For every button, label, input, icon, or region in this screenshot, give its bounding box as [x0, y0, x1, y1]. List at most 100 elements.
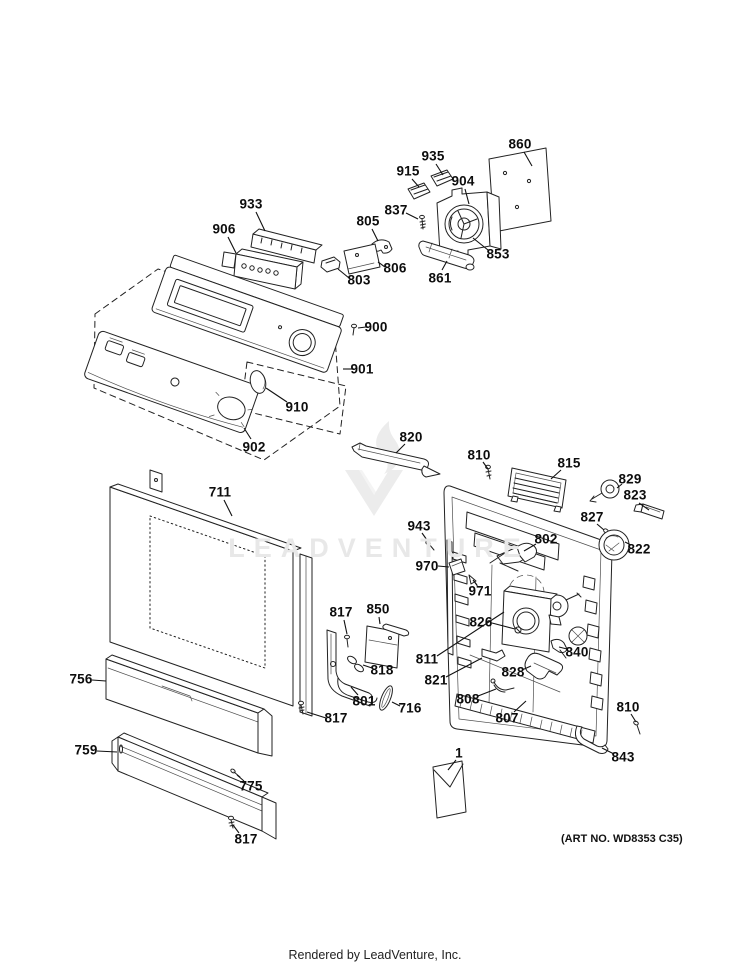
leader-line-756	[91, 679, 107, 682]
part-callout-810: 810	[467, 447, 491, 463]
callout-leader-lines	[91, 151, 650, 834]
part-756-access-panel	[105, 654, 273, 757]
part-810-screw-bottom	[633, 720, 641, 735]
part-810-screw-top	[485, 464, 492, 480]
part-callout-970: 970	[415, 558, 439, 574]
part-callout-817: 817	[234, 831, 258, 847]
part-935-junction-block	[430, 169, 454, 187]
part-callout-759: 759	[74, 742, 98, 758]
leader-line-837	[405, 212, 419, 220]
part-711-door-panel	[109, 469, 313, 717]
part-callout-775: 775	[239, 778, 263, 794]
leader-line-806	[377, 261, 386, 268]
leader-line-818	[362, 664, 373, 669]
part-915-junction-block	[407, 182, 431, 200]
part-811-dispenser	[501, 585, 562, 653]
leader-line-807	[513, 700, 527, 713]
part-900-screw	[351, 323, 357, 336]
part-callout-828: 828	[501, 664, 525, 680]
leader-line-900	[357, 326, 367, 329]
leader-line-1	[447, 759, 457, 771]
part-callout-935: 935	[421, 148, 445, 164]
leadventure-logo-watermark	[345, 421, 403, 516]
leader-line-933	[255, 211, 266, 232]
part-805-clip	[371, 239, 393, 254]
leader-line-904	[464, 188, 470, 205]
leader-line-861	[441, 260, 448, 271]
part-callout-820: 820	[399, 429, 423, 445]
part-820-vent-deflector	[351, 442, 441, 478]
part-callout-818: 818	[370, 662, 394, 678]
leader-line-805	[371, 228, 379, 242]
part-850-bracket	[364, 623, 410, 669]
part-callout-943: 943	[407, 518, 431, 534]
leader-line-829	[616, 483, 623, 489]
part-826-screw	[514, 626, 522, 634]
part-933-bracket	[250, 228, 323, 264]
part-823-pin	[633, 503, 665, 520]
part-817-screw-top	[344, 634, 350, 648]
watermark: LEADVENTURE	[228, 533, 530, 563]
leader-line-823	[638, 502, 650, 511]
part-callout-823: 823	[623, 487, 647, 503]
part-818-pins	[347, 655, 364, 673]
part-815-vent-grille	[507, 467, 567, 513]
part-807-channel	[454, 693, 596, 744]
leader-line-822	[624, 541, 632, 546]
leader-line-810	[482, 461, 489, 470]
leader-line-826	[491, 622, 516, 630]
part-callout-829: 829	[618, 471, 642, 487]
leader-line-811	[436, 611, 505, 657]
leader-line-843	[601, 747, 615, 755]
leader-line-906	[227, 236, 237, 254]
part-759-toe-panel	[111, 732, 277, 840]
part-callout-822: 822	[627, 541, 651, 557]
part-callout-915: 915	[396, 163, 420, 179]
art-number: (ART NO. WD8353 C35)	[561, 833, 683, 845]
leader-line-801	[350, 686, 359, 696]
part-843-gasket-corner	[575, 725, 609, 754]
part-callout-817: 817	[329, 604, 353, 620]
leader-line-820	[395, 443, 406, 454]
part-callout-906: 906	[212, 221, 236, 237]
leader-line-840	[558, 646, 568, 650]
part-callout-806: 806	[383, 260, 407, 276]
part-904-fan-assembly	[436, 187, 502, 258]
leader-line-828	[521, 665, 532, 671]
part-806-cover-plate	[343, 243, 381, 275]
leader-line-971	[472, 579, 478, 586]
part-callout-810: 810	[616, 699, 640, 715]
leader-line-970	[437, 565, 450, 568]
part-803-fitting	[320, 256, 341, 273]
leader-line-821	[445, 657, 483, 678]
leader-line-803	[337, 268, 350, 279]
part-callout-843: 843	[611, 749, 635, 765]
leader-line-716	[391, 701, 401, 707]
footer-credit: Rendered by LeadVenture, Inc.	[288, 948, 462, 962]
part-callout-711: 711	[208, 484, 232, 500]
part-801-hinge-arm	[326, 629, 378, 707]
part-callout-900: 900	[364, 319, 388, 335]
part-callout-827: 827	[580, 509, 604, 525]
part-943-screw	[425, 540, 435, 551]
leader-line-817	[343, 619, 348, 635]
part-910-knob	[249, 370, 267, 394]
leader-line-827	[596, 523, 605, 531]
leader-line-802	[523, 543, 537, 552]
leader-line-850	[378, 616, 381, 625]
part-callout-826: 826	[469, 614, 493, 630]
part-callout-805: 805	[356, 213, 380, 229]
leader-line-915	[411, 178, 420, 188]
part-callout-901: 901	[350, 361, 374, 377]
part-1-literature-pack	[432, 760, 467, 819]
part-861-bracket-rail	[418, 240, 475, 271]
part-callout-1: 1	[455, 745, 463, 761]
leader-line-853	[472, 237, 489, 251]
part-716-spring-link	[379, 685, 393, 711]
part-callout-716: 716	[398, 700, 422, 716]
part-821-clip	[481, 648, 506, 662]
part-callout-802: 802	[534, 531, 558, 547]
part-callout-801: 801	[352, 693, 376, 709]
part-callout-933: 933	[239, 196, 263, 212]
